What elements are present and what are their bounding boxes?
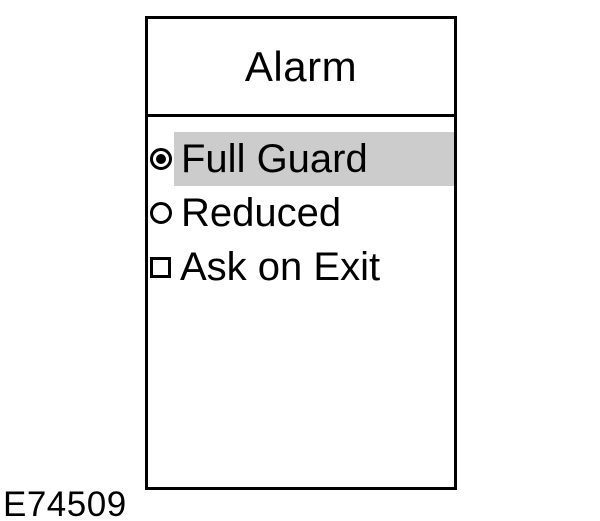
radio-empty-icon[interactable] — [150, 202, 172, 224]
menu-item-label: Reduced — [181, 190, 342, 235]
radio-selected-icon[interactable] — [150, 148, 172, 170]
menu-item-label: Full Guard — [181, 136, 368, 181]
alarm-menu-panel: Alarm Full Guard Reduced Ask on Exit — [145, 16, 457, 490]
menu-item-label-wrap: Ask on Exit — [173, 240, 454, 294]
menu-item-full-guard[interactable]: Full Guard — [148, 132, 454, 186]
menu-item-reduced[interactable]: Reduced — [148, 186, 454, 240]
menu-item-ask-on-exit[interactable]: Ask on Exit — [148, 240, 454, 294]
checkbox-empty-icon[interactable] — [150, 256, 171, 278]
figure-code: E74509 — [3, 485, 127, 521]
panel-title: Alarm — [148, 19, 454, 117]
alarm-options-list: Full Guard Reduced Ask on Exit — [148, 117, 454, 294]
menu-item-label-wrap: Full Guard — [174, 132, 454, 186]
menu-item-label-wrap: Reduced — [174, 186, 454, 240]
menu-item-label: Ask on Exit — [180, 244, 381, 289]
